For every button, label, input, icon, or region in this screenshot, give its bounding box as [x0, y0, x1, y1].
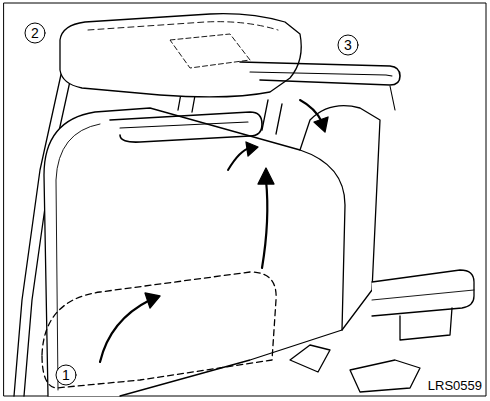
motion-arrow: [300, 100, 322, 122]
callout-circle: [338, 35, 358, 55]
hanger-rod-end: [390, 86, 395, 110]
callout-number: 2: [31, 26, 39, 40]
arrowhead: [314, 117, 328, 132]
hanger-mechanism: [170, 34, 250, 68]
seat-side: [300, 106, 380, 330]
armrest-edge: [372, 290, 474, 300]
callout-number: 3: [344, 38, 352, 52]
callout-circle: [56, 365, 76, 385]
hanger-rod: [240, 62, 400, 85]
arrowhead: [258, 168, 274, 184]
floor-tray: [350, 360, 420, 392]
hidden-storage: [42, 272, 276, 388]
hanger-rod: [250, 72, 392, 76]
armrest: [372, 270, 474, 316]
motion-arrow: [100, 300, 150, 362]
seat-back-seam: [56, 124, 100, 390]
front-hanger-rod: [120, 122, 248, 128]
arrowhead: [246, 142, 258, 156]
headrest: [60, 14, 301, 97]
seat-back: [44, 108, 345, 396]
figure-code: LRS0559: [428, 379, 482, 392]
arrowhead: [145, 293, 160, 308]
frame: [4, 3, 486, 396]
motion-arrow: [262, 180, 267, 268]
floor-pedal: [290, 345, 330, 372]
headrest-hidden-edge: [88, 22, 278, 30]
callout-number: 1: [62, 368, 70, 382]
armrest-base: [400, 308, 452, 340]
front-hanger-rod: [110, 112, 262, 142]
callout-circle: [25, 23, 45, 43]
